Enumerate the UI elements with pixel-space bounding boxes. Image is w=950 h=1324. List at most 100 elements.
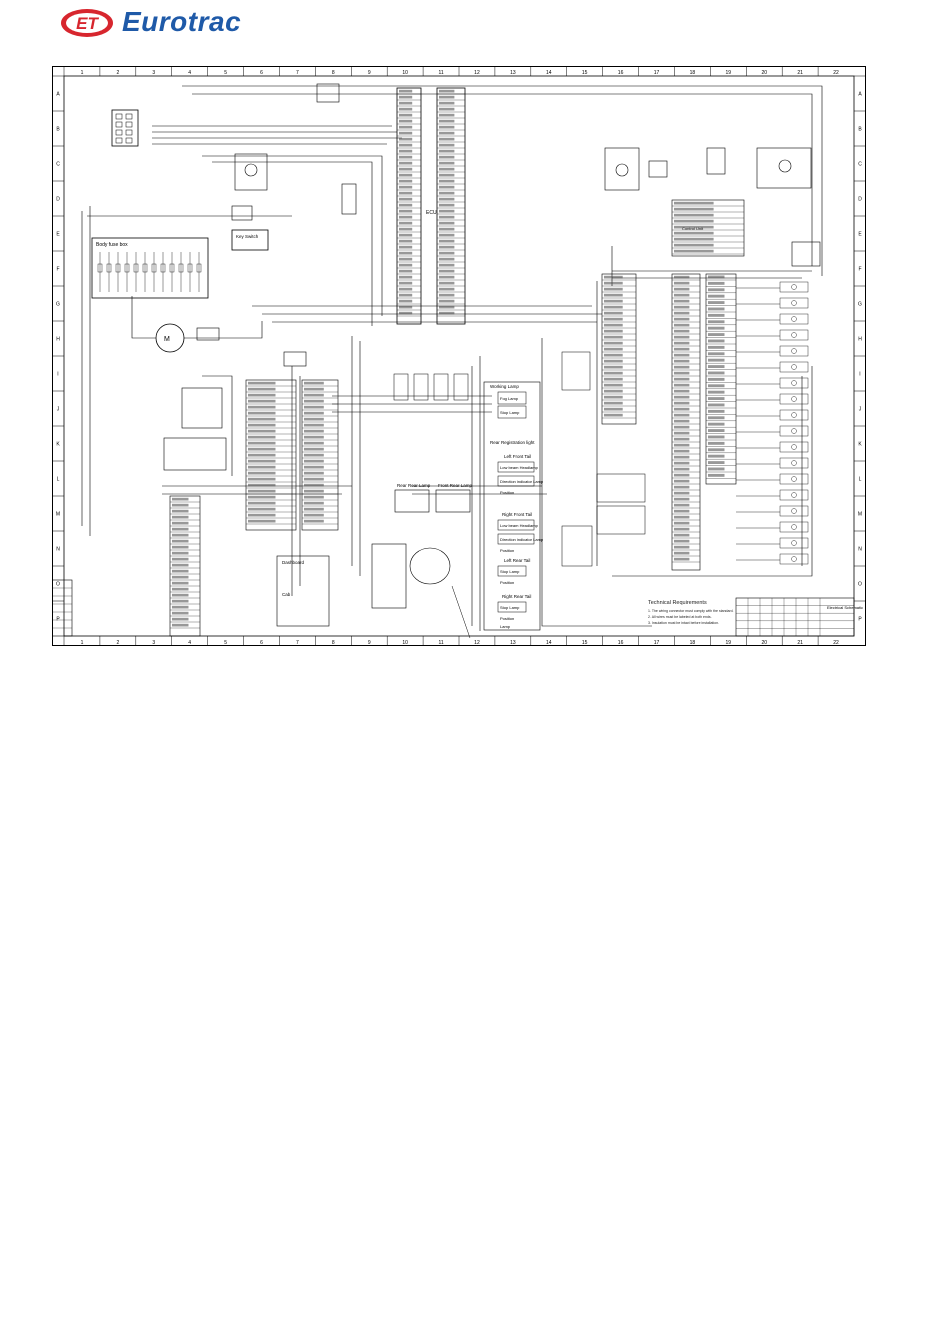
column-marker-bottom: 5 bbox=[224, 640, 227, 646]
lamp-label: Lamp bbox=[500, 624, 511, 629]
wiring-diagram: 1122334455667788991010111112121313141415… bbox=[52, 66, 866, 646]
stop-lamp-label-3: Stop Lamp bbox=[500, 605, 520, 610]
column-marker-top: 17 bbox=[654, 70, 660, 76]
motor-component: M bbox=[131, 296, 263, 353]
column-marker-bottom: 2 bbox=[116, 640, 119, 646]
column-marker-top: 22 bbox=[833, 70, 839, 76]
column-marker-bottom: 3 bbox=[152, 640, 155, 646]
right-lamp-column bbox=[601, 273, 809, 571]
column-marker-top: 4 bbox=[188, 70, 191, 76]
stop-lamp-label-1: Stop Lamp bbox=[500, 410, 520, 415]
row-marker-left: C bbox=[56, 162, 60, 168]
direction-indicator-label-2: Direction indicator Lamp bbox=[500, 537, 544, 542]
working-lamp-label: Working Lamp bbox=[490, 384, 519, 389]
row-marker-left: B bbox=[56, 127, 60, 133]
stop-lamp-label-2: Stop Lamp bbox=[500, 569, 520, 574]
column-marker-bottom: 21 bbox=[797, 640, 803, 646]
title-block: Electrical Schematic bbox=[735, 597, 863, 637]
row-marker-right: M bbox=[858, 512, 862, 518]
column-marker-bottom: 8 bbox=[332, 640, 335, 646]
row-marker-right: C bbox=[858, 162, 862, 168]
front-rear-lamp-label: Front Rear Lamp bbox=[438, 483, 473, 488]
position-label-2: Position bbox=[500, 548, 514, 553]
row-marker-right: I bbox=[859, 372, 860, 378]
column-marker-top: 10 bbox=[402, 70, 408, 76]
right-rear-tail-label: Right Rear Tail bbox=[502, 594, 531, 599]
cab-label: Cab bbox=[282, 592, 291, 597]
row-marker-left: A bbox=[56, 92, 60, 98]
column-marker-top: 20 bbox=[761, 70, 767, 76]
column-marker-bottom: 10 bbox=[402, 640, 408, 646]
column-marker-bottom: 15 bbox=[582, 640, 588, 646]
svg-text:M: M bbox=[164, 336, 170, 343]
row-marker-left: D bbox=[56, 197, 60, 203]
row-marker-left: L bbox=[57, 477, 60, 483]
column-marker-bottom: 6 bbox=[260, 640, 263, 646]
column-marker-bottom: 22 bbox=[833, 640, 839, 646]
tech-title: Technical Requirements bbox=[648, 600, 707, 606]
column-marker-top: 2 bbox=[116, 70, 119, 76]
column-marker-top: 12 bbox=[474, 70, 480, 76]
low-beam-label-2: Low beam Headlamp bbox=[500, 523, 539, 528]
row-marker-left: N bbox=[56, 547, 60, 553]
key-switch-label: Key Switch bbox=[236, 234, 259, 239]
row-marker-left: H bbox=[56, 337, 60, 343]
eurotrac-badge-icon: ET bbox=[61, 9, 113, 37]
column-marker-top: 5 bbox=[224, 70, 227, 76]
row-marker-right: H bbox=[858, 337, 862, 343]
row-marker-left: O bbox=[56, 582, 60, 588]
column-marker-bottom: 20 bbox=[761, 640, 767, 646]
column-marker-top: 21 bbox=[797, 70, 803, 76]
row-marker-right: P bbox=[858, 617, 862, 623]
revision-block bbox=[52, 579, 73, 637]
row-marker-right: D bbox=[858, 197, 862, 203]
dashboard-label: Dashboard bbox=[282, 560, 305, 565]
column-marker-top: 13 bbox=[510, 70, 516, 76]
round-connector bbox=[371, 543, 471, 639]
column-marker-bottom: 7 bbox=[296, 640, 299, 646]
brand-name: Eurotrac bbox=[122, 6, 242, 37]
row-marker-right: E bbox=[858, 232, 862, 238]
tech-line-3: 3. Insulation must be intact before inst… bbox=[648, 621, 719, 625]
column-marker-top: 18 bbox=[690, 70, 696, 76]
tech-line-1: 1. The wiring connector must comply with… bbox=[648, 609, 734, 613]
column-marker-top: 6 bbox=[260, 70, 263, 76]
lower-left-block bbox=[163, 379, 339, 637]
column-marker-bottom: 19 bbox=[726, 640, 732, 646]
column-markers: 1122334455667788991010111112121313141415… bbox=[63, 66, 839, 646]
diagnostic-connector bbox=[111, 109, 139, 147]
row-marker-right: N bbox=[858, 547, 862, 553]
column-marker-top: 11 bbox=[438, 70, 443, 76]
column-marker-bottom: 11 bbox=[438, 640, 443, 646]
body-fuse-box: Body fuse box bbox=[91, 237, 209, 299]
fog-lamp-label-1: Fog Lamp bbox=[500, 396, 519, 401]
body-fuse-box-label: Body fuse box bbox=[96, 242, 128, 248]
key-switch: Key Switch bbox=[231, 229, 269, 251]
column-marker-bottom: 4 bbox=[188, 640, 191, 646]
row-marker-right: A bbox=[858, 92, 862, 98]
row-marker-left: M bbox=[56, 512, 60, 518]
rear-registration-label: Rear Registration light bbox=[490, 440, 535, 445]
row-marker-right: K bbox=[858, 442, 862, 448]
low-beam-label-1: Low beam Headlamp bbox=[500, 465, 539, 470]
right-front-tail-label: Right Front Tail bbox=[502, 512, 532, 517]
direction-indicator-label-1: Direction indicator Lamp bbox=[500, 479, 544, 484]
technical-requirements: Technical Requirements 1. The wiring con… bbox=[648, 600, 734, 625]
column-marker-top: 14 bbox=[546, 70, 552, 76]
dashboard-box: Dashboard Cab bbox=[276, 555, 330, 627]
lower-right-relays bbox=[561, 351, 646, 567]
tech-line-2: 2. All wires must be labeled at both end… bbox=[648, 615, 712, 619]
column-marker-bottom: 17 bbox=[654, 640, 660, 646]
column-marker-top: 7 bbox=[296, 70, 299, 76]
ecu-label: ECU bbox=[426, 210, 437, 216]
column-marker-bottom: 16 bbox=[618, 640, 624, 646]
row-marker-right: J bbox=[859, 407, 862, 413]
position-label-3: Position bbox=[500, 580, 514, 585]
left-front-tail-label: Left Front Tail bbox=[504, 454, 531, 459]
rear-lamp-boxes: Rear Rear Lamp Front Rear Lamp bbox=[393, 373, 473, 513]
row-marker-left: F bbox=[56, 267, 59, 273]
left-rear-tail-label: Left Rear Tail bbox=[504, 558, 530, 563]
column-marker-top: 9 bbox=[368, 70, 371, 76]
